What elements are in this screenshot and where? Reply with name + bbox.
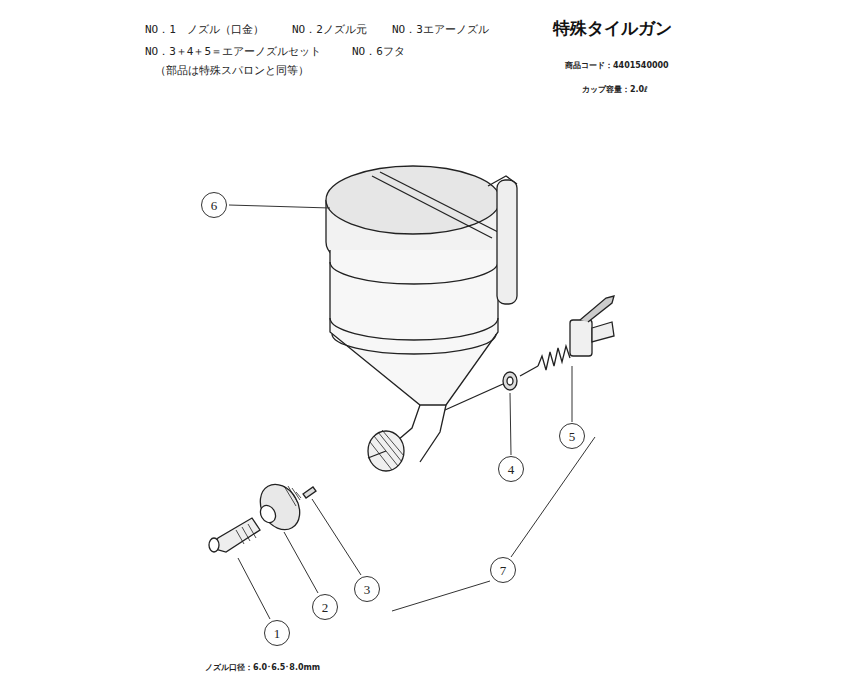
callout-number: 2	[322, 601, 329, 614]
knurling	[284, 486, 301, 506]
handle-bracket	[488, 176, 517, 186]
callout-number: 5	[569, 430, 576, 443]
valve-fitting	[592, 322, 614, 342]
leader-line	[284, 532, 318, 593]
bracket-line	[392, 581, 490, 611]
callout-circle: 5	[559, 423, 585, 449]
lid-slot	[380, 172, 498, 232]
valve-stem	[520, 366, 538, 376]
parts-note: NO．2ノズル元	[292, 23, 367, 36]
callout-circle: 6	[201, 192, 227, 218]
callout-number: 4	[508, 463, 515, 476]
cup-ring	[330, 262, 498, 284]
outlet-thread	[368, 431, 404, 471]
parts-note: NO．3エアーノズル	[392, 23, 489, 36]
parts-note: NO．6フタ	[352, 45, 405, 58]
callout-number: 7	[500, 564, 507, 577]
cup-ring	[332, 334, 496, 354]
cup-ring	[330, 318, 498, 340]
callout-number: 1	[274, 627, 281, 640]
air-nozzle-pin	[303, 487, 316, 498]
bracket-line	[511, 437, 595, 557]
callout-number: 3	[364, 583, 371, 596]
parts-note: NO．1 ノズル（口金）	[145, 23, 264, 36]
title: 特殊タイルガン	[553, 17, 672, 40]
washer-hole	[507, 377, 513, 385]
outlet-elbow	[398, 405, 446, 462]
leader-line	[510, 393, 511, 455]
leader-line	[572, 366, 573, 422]
callout-circle: 7	[490, 557, 516, 583]
lid-slot	[372, 176, 492, 238]
lid-top	[326, 166, 500, 234]
valve-body	[570, 320, 592, 356]
callout-number: 6	[211, 199, 218, 212]
spec-label: 商品コード：4401540000	[565, 61, 669, 71]
parts-note: （部品は特殊スパロンと同等）	[155, 64, 309, 77]
thread-lines	[370, 430, 404, 470]
callout-circle: 1	[264, 620, 290, 646]
valve-spring	[538, 346, 570, 370]
washer	[503, 372, 517, 390]
spec-label: ノズル口径：6.0･6.5･8.0mm	[205, 663, 320, 673]
cup-handle	[497, 180, 517, 304]
spec-label: カップ容量：2.0ℓ	[582, 85, 648, 95]
nozzle-mouth	[209, 538, 219, 552]
callout-circle: 3	[354, 576, 380, 602]
nozzle-cap-face	[257, 503, 278, 526]
valve-lever	[580, 296, 614, 322]
leader-line	[229, 205, 330, 208]
nozzle-thread	[236, 524, 256, 544]
outlet-pin	[368, 451, 386, 458]
air-tube	[445, 384, 503, 410]
leader-line	[312, 499, 361, 575]
parts-note: NO．3＋4＋5＝エアーノズルセット	[145, 45, 321, 58]
callout-circle: 4	[498, 456, 524, 482]
cup-body	[330, 250, 498, 405]
leader-line	[238, 558, 270, 619]
callout-circle: 2	[312, 594, 338, 620]
nozzle-cap	[252, 477, 307, 537]
